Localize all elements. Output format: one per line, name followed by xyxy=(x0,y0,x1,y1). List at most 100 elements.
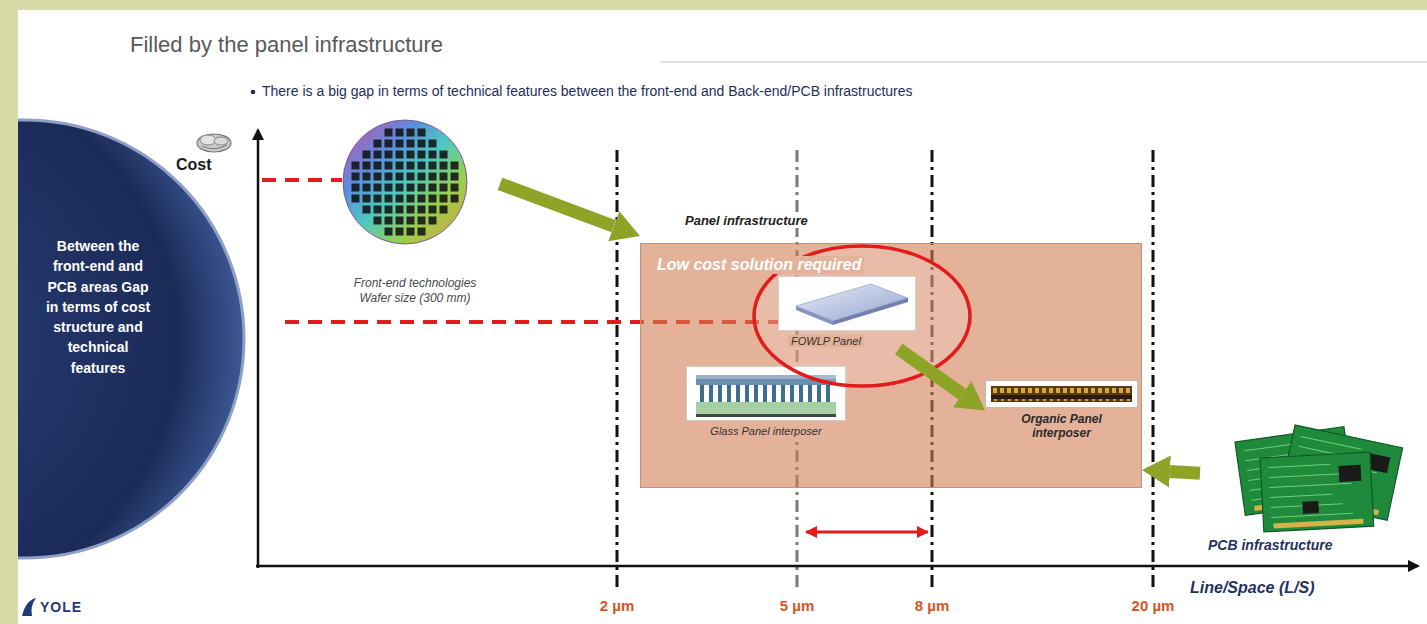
pad xyxy=(1000,388,1004,393)
wafer-die xyxy=(429,217,437,225)
flow-arrow xyxy=(899,349,962,394)
panel-note: Low cost solution required xyxy=(654,256,864,274)
wafer-die xyxy=(396,140,404,148)
wafer-die xyxy=(451,173,459,181)
fowlp-item: FOWLP Panel xyxy=(778,276,920,349)
through-via xyxy=(808,385,812,402)
wafer-die xyxy=(407,151,415,159)
pcb-trace xyxy=(1270,483,1352,487)
money-icon xyxy=(214,137,228,145)
through-via xyxy=(700,385,704,402)
pcb-trace xyxy=(1270,494,1332,497)
wafer-die xyxy=(418,173,426,181)
bullet-dot xyxy=(251,90,256,95)
wafer-die xyxy=(352,184,360,192)
wafer-die xyxy=(374,140,382,148)
through-via xyxy=(826,385,830,402)
pad xyxy=(1049,388,1053,393)
organic-item: Organic Panel interposer xyxy=(985,380,1138,441)
wafer-die xyxy=(363,151,371,159)
pad xyxy=(993,388,997,393)
x-axis xyxy=(256,565,1418,568)
wafer-die xyxy=(407,217,415,225)
wafer-die xyxy=(385,129,393,137)
wafer-die xyxy=(418,151,426,159)
pad xyxy=(1015,399,1018,401)
wafer-die xyxy=(385,217,393,225)
wafer-die xyxy=(385,206,393,214)
wafer-die xyxy=(407,195,415,203)
wafer-die xyxy=(440,184,448,192)
wafer-die xyxy=(374,151,382,159)
wafer-die xyxy=(429,173,437,181)
bullet-text: There is a big gap in terms of technical… xyxy=(262,83,913,99)
money-icon xyxy=(197,134,231,152)
through-via xyxy=(772,385,776,402)
wafer-die xyxy=(385,195,393,203)
through-via xyxy=(745,385,749,402)
logo-text: YOLE xyxy=(40,599,82,615)
pcb-board xyxy=(1260,452,1374,532)
money-icon xyxy=(197,134,231,152)
wafer-die xyxy=(440,195,448,203)
through-via xyxy=(727,385,731,402)
glass-interposer-image xyxy=(686,366,846,421)
through-via xyxy=(799,385,803,402)
pad xyxy=(1029,399,1032,401)
gap-circle: Between the front-end and PCB areas Gap … xyxy=(18,118,246,560)
pcb-trace xyxy=(1271,513,1353,517)
dimension-line xyxy=(616,150,619,592)
pad xyxy=(994,399,997,401)
wafer-die xyxy=(418,129,426,137)
panel-box: Panel infrastructureLow cost solution re… xyxy=(640,208,1142,488)
interposer-layer xyxy=(991,386,1132,402)
item-caption: FOWLP Panel xyxy=(788,335,864,347)
wafer-die xyxy=(385,140,393,148)
pad xyxy=(1113,399,1116,401)
fowlp-slab-edge xyxy=(833,298,908,325)
pad xyxy=(1007,388,1011,393)
pcb-chip xyxy=(1339,465,1362,482)
wafer-die xyxy=(429,140,437,148)
pad xyxy=(1042,388,1046,393)
wafer-die xyxy=(418,206,426,214)
pad xyxy=(1028,388,1032,393)
wafer-image xyxy=(330,118,500,246)
wafer-die xyxy=(429,184,437,192)
through-via xyxy=(817,385,821,402)
image-frame xyxy=(779,277,916,331)
wafer-die xyxy=(407,140,415,148)
pad xyxy=(1064,399,1067,401)
wafer-die xyxy=(418,228,426,236)
money-icon xyxy=(200,135,216,145)
pad xyxy=(1078,399,1081,401)
through-via xyxy=(763,385,767,402)
highlight-circle xyxy=(754,246,970,386)
through-via xyxy=(754,385,758,402)
wafer-die xyxy=(374,184,382,192)
pad xyxy=(1050,399,1053,401)
wafer-die xyxy=(396,217,404,225)
wafer-die xyxy=(418,217,426,225)
wafer-die xyxy=(363,162,371,170)
gap-circle-shape xyxy=(18,120,244,558)
pad xyxy=(1057,399,1060,401)
through-via xyxy=(781,385,785,402)
interposer-layer xyxy=(696,414,836,417)
axis-title: Cost xyxy=(176,156,212,174)
figure-caption: PCB infrastructure xyxy=(1200,537,1417,553)
pad xyxy=(1112,388,1116,393)
panel-heading: Panel infrastructure xyxy=(682,213,811,228)
slide-title: Filled by the panel infrastructure xyxy=(130,32,443,58)
tick-label: 20 µm xyxy=(1132,597,1175,614)
flow-arrow xyxy=(1170,472,1200,474)
pad xyxy=(1084,388,1088,393)
wafer-die xyxy=(407,206,415,214)
tick-label: 8 µm xyxy=(915,597,950,614)
pad xyxy=(1035,388,1039,393)
pad xyxy=(1056,388,1060,393)
through-via xyxy=(718,385,722,402)
pad xyxy=(1043,399,1046,401)
wafer-die xyxy=(440,162,448,170)
wafer-die xyxy=(429,206,437,214)
